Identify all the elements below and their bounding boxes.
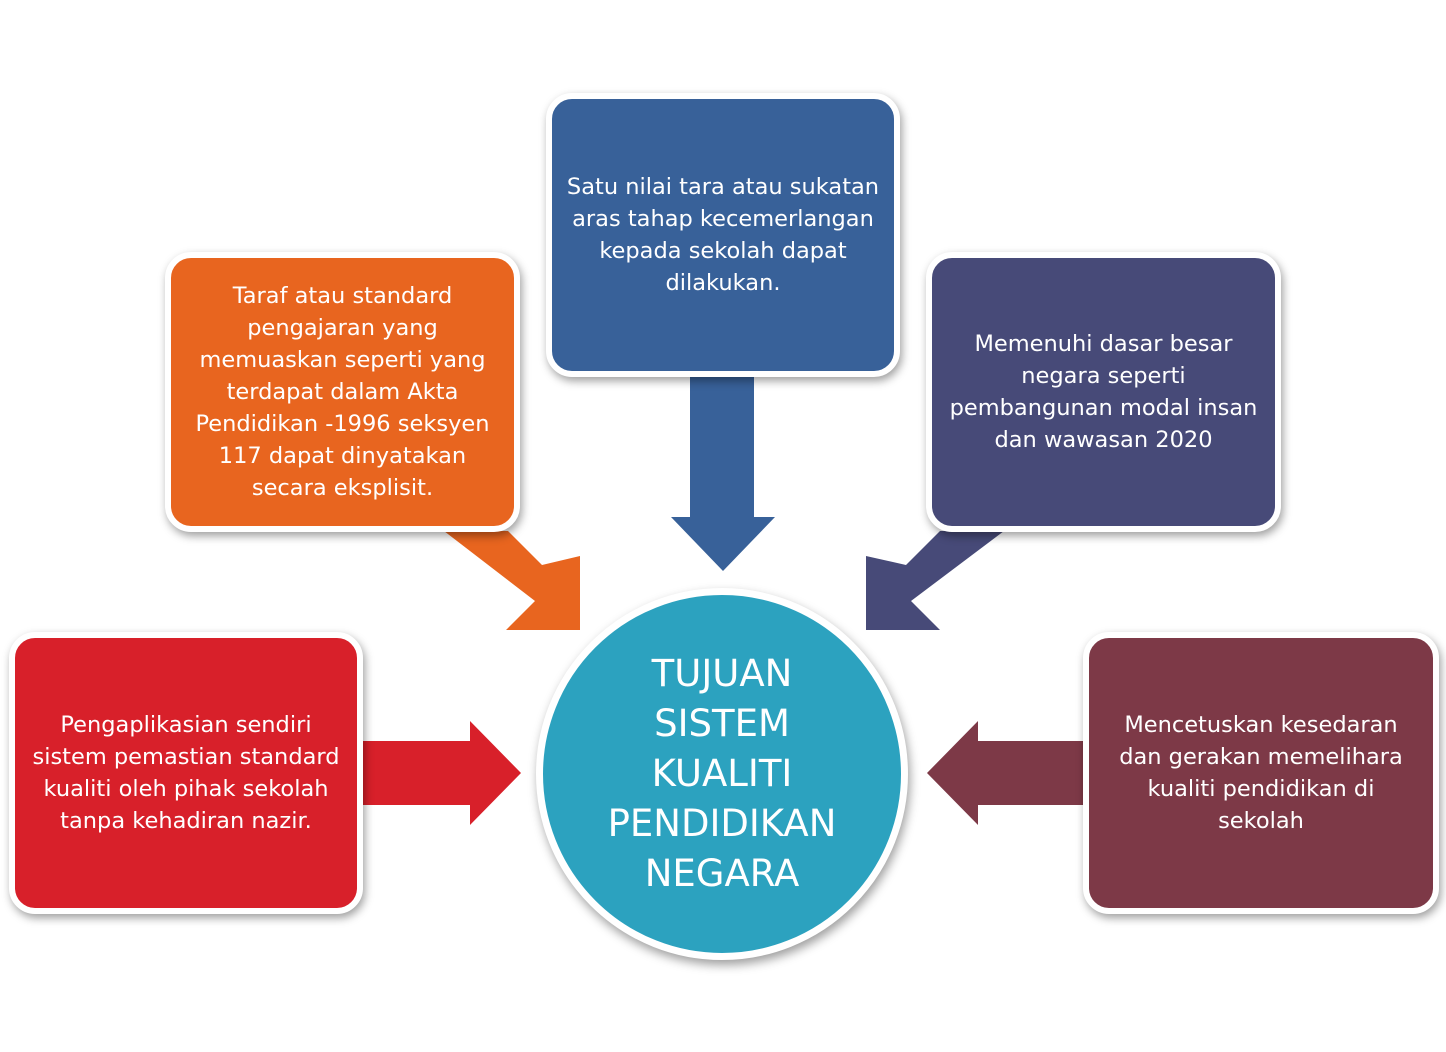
- box-top-right: Memenuhi dasar besar negara seperti pemb…: [926, 252, 1281, 532]
- arrow-top-center-down: [671, 376, 775, 571]
- text-line: PENDIDIKAN: [607, 802, 837, 845]
- text-line: dan wawasan 2020: [994, 427, 1213, 453]
- text-line: TUJUAN: [651, 652, 793, 695]
- text-line: Mencetuskan kesedaran: [1124, 712, 1398, 738]
- text-line: KUALITI: [651, 752, 793, 795]
- text-line: Pengaplikasian sendiri: [60, 712, 312, 738]
- text-line: memuaskan seperti yang: [199, 347, 486, 373]
- text-line: sekolah: [1218, 808, 1304, 834]
- arrow-right-left: [927, 721, 1084, 825]
- text-line: kualiti oleh pihak sekolah: [43, 776, 329, 802]
- text-line: terdapat dalam Akta: [226, 379, 459, 405]
- text-line: Memenuhi dasar besar: [974, 331, 1233, 357]
- text-line: NEGARA: [644, 852, 800, 895]
- text-line: 117 dapat dinyatakan: [218, 443, 467, 469]
- arrow-top-left-diagonal: [444, 531, 580, 630]
- text-line: kepada sekolah dapat: [599, 238, 847, 264]
- text-line: aras tahap kecemerlangan: [572, 206, 874, 232]
- box-left: Pengaplikasian sendiri sistem pemastian …: [9, 632, 363, 914]
- text-line: Satu nilai tara atau sukatan: [566, 174, 880, 200]
- box-top-center-text: Satu nilai tara atau sukatan aras tahap …: [567, 171, 879, 299]
- box-right-text: Mencetuskan kesedaran dan gerakan memeli…: [1119, 709, 1403, 837]
- arrow-left-right: [362, 721, 521, 825]
- text-line: dilakukan.: [665, 270, 781, 296]
- box-left-text: Pengaplikasian sendiri sistem pemastian …: [32, 709, 339, 837]
- text-line: pengajaran yang: [247, 315, 438, 341]
- box-top-center: Satu nilai tara atau sukatan aras tahap …: [546, 93, 900, 377]
- text-line: Pendidikan -1996 seksyen: [195, 411, 490, 437]
- center-circle-text: TUJUAN SISTEM KUALITI PENDIDIKAN NEGARA: [608, 649, 837, 899]
- arrow-top-right-diagonal: [866, 531, 1004, 630]
- box-top-left-text: Taraf atau standard pengajaran yang memu…: [195, 280, 489, 504]
- center-circle: TUJUAN SISTEM KUALITI PENDIDIKAN NEGARA: [536, 588, 908, 960]
- text-line: pembangunan modal insan: [949, 395, 1258, 421]
- text-line: sistem pemastian standard: [32, 744, 340, 770]
- text-line: dan gerakan memelihara: [1119, 744, 1403, 770]
- text-line: SISTEM: [654, 702, 790, 745]
- box-top-left: Taraf atau standard pengajaran yang memu…: [165, 252, 520, 532]
- text-line: negara seperti: [1021, 363, 1186, 389]
- text-line: secara eksplisit.: [251, 475, 434, 501]
- box-top-right-text: Memenuhi dasar besar negara seperti pemb…: [950, 328, 1258, 456]
- text-line: kualiti pendidikan di: [1147, 776, 1375, 802]
- text-line: tanpa kehadiran nazir.: [60, 808, 312, 834]
- box-right: Mencetuskan kesedaran dan gerakan memeli…: [1083, 632, 1439, 914]
- text-line: Taraf atau standard: [232, 283, 453, 309]
